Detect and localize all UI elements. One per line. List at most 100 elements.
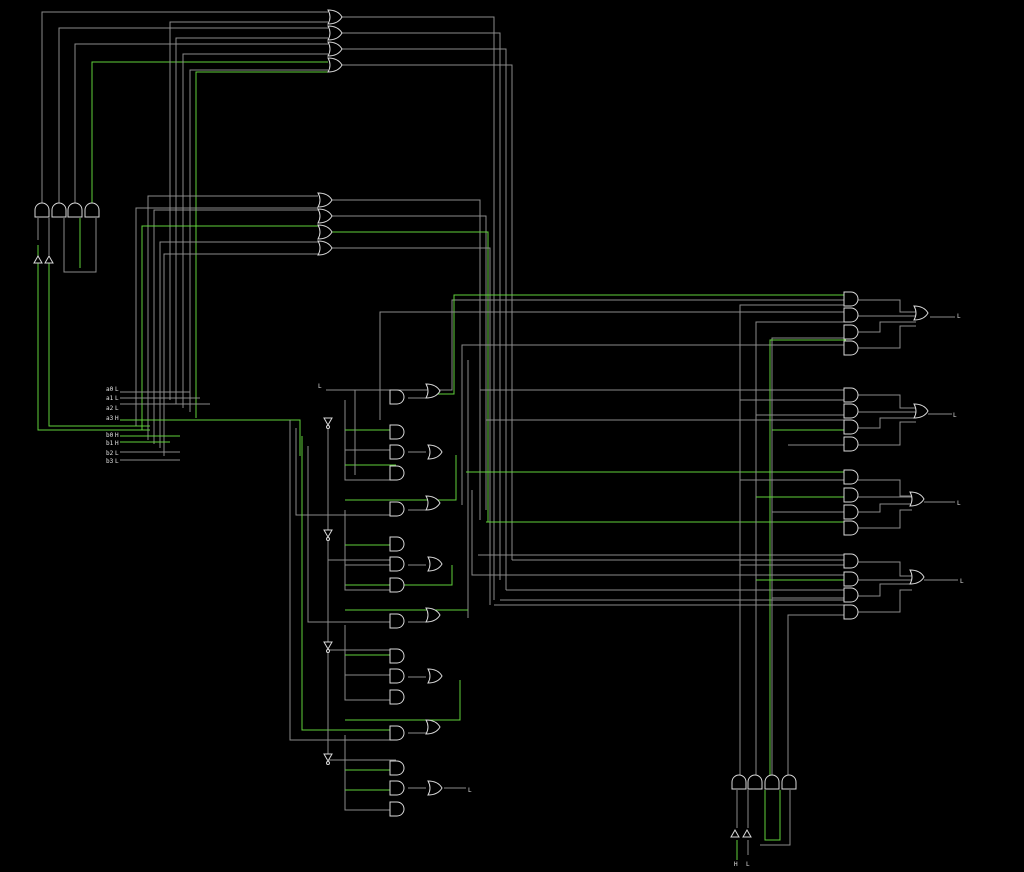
bottom-and-gate-3[interactable] (781, 774, 797, 790)
input-label-a1: a1 (106, 395, 114, 402)
stage2-or-carry[interactable] (425, 607, 441, 623)
right-and-0-1[interactable] (843, 307, 859, 323)
stage0-and-b[interactable] (389, 444, 405, 460)
mid-or-gate-0[interactable] (317, 192, 333, 208)
right-and-0-3[interactable] (843, 340, 859, 356)
sum-out-label: L (468, 787, 472, 794)
right-and-1-1[interactable] (843, 403, 859, 419)
right-and-3-0[interactable] (843, 553, 859, 569)
right-and-1-2[interactable] (843, 419, 859, 435)
right-and-1-0[interactable] (843, 387, 859, 403)
stage3-and-carry[interactable] (389, 725, 405, 741)
stage0-or-carry[interactable] (425, 383, 441, 399)
top-or-gate-2[interactable] (327, 41, 343, 57)
mid-or-gate-1[interactable] (317, 208, 333, 224)
stage3-and-b[interactable] (389, 780, 405, 796)
mid-or-gate-2[interactable] (317, 224, 333, 240)
stage3-not-gate[interactable] (323, 753, 333, 763)
input-value-a2[interactable]: L (115, 405, 119, 412)
right-and-0-2[interactable] (843, 324, 859, 340)
bottom-not-gate-1[interactable] (742, 828, 752, 838)
input-label-b1: b1 (106, 440, 114, 447)
wire-layer (37, 11, 958, 860)
right-and-1-3[interactable] (843, 436, 859, 452)
stage1-or-sum[interactable] (427, 556, 443, 572)
input-value-a3[interactable]: H (115, 415, 119, 422)
mid-or-gate-3[interactable] (317, 240, 333, 256)
bottom-not-gate-0[interactable] (730, 828, 740, 838)
stage1-and-c[interactable] (389, 577, 405, 593)
gate-layer (33, 9, 929, 838)
top-or-gate-3[interactable] (327, 57, 343, 73)
output-label-2: L (957, 500, 961, 507)
stage2-and-a[interactable] (389, 648, 405, 664)
right-and-2-2[interactable] (843, 504, 859, 520)
input-label-b3: b3 (106, 458, 114, 465)
bottom-and-gate-2[interactable] (764, 774, 780, 790)
stage2-and-carry[interactable] (389, 613, 405, 629)
stage0-not-gate[interactable] (323, 417, 333, 427)
right-and-2-3[interactable] (843, 520, 859, 536)
left-and-gate-2[interactable] (67, 202, 83, 218)
carry-in-label[interactable]: L (318, 383, 322, 390)
right-and-3-3[interactable] (843, 604, 859, 620)
top-or-gate-0[interactable] (327, 9, 343, 25)
right-or-gate-2[interactable] (909, 491, 925, 507)
bottom-and-gate-0[interactable] (731, 774, 747, 790)
left-and-gate-3[interactable] (84, 202, 100, 218)
input-label-a0: a0 (106, 386, 114, 393)
stage0-or-sum[interactable] (427, 444, 443, 460)
stage1-not-gate-bubble (326, 537, 330, 541)
stage1-and-b[interactable] (389, 556, 405, 572)
output-label-3: L (960, 578, 964, 585)
stage2-not-gate-bubble (326, 649, 330, 653)
stage0-and-c[interactable] (389, 465, 405, 481)
right-or-gate-0[interactable] (913, 305, 929, 321)
output-label-1: L (953, 412, 957, 419)
left-and-gate-0[interactable] (34, 202, 50, 218)
input-value-b3[interactable]: L (115, 458, 119, 465)
stage2-and-b[interactable] (389, 668, 405, 684)
right-and-2-0[interactable] (843, 469, 859, 485)
right-and-0-0[interactable] (843, 291, 859, 307)
bottom-input-1[interactable]: L (746, 861, 750, 868)
stage0-not-gate-bubble (326, 425, 330, 429)
input-label-b2: b2 (106, 450, 114, 457)
stage0-and-a[interactable] (389, 424, 405, 440)
stage2-not-gate[interactable] (323, 641, 333, 651)
stage3-and-a[interactable] (389, 760, 405, 776)
bottom-input-0[interactable]: H (734, 861, 738, 868)
stage1-not-gate[interactable] (323, 529, 333, 539)
left-not-gate-0[interactable] (33, 254, 43, 264)
stage3-or-sum[interactable] (427, 780, 443, 796)
stage1-and-a[interactable] (389, 536, 405, 552)
input-label-a2: a2 (106, 405, 114, 412)
stage0-and-carry[interactable] (389, 389, 405, 405)
stage2-and-c[interactable] (389, 689, 405, 705)
stage3-or-carry[interactable] (425, 719, 441, 735)
input-label-b0: b0 (106, 432, 114, 439)
input-value-b2[interactable]: L (115, 450, 119, 457)
stage2-or-sum[interactable] (427, 668, 443, 684)
input-value-b1[interactable]: H (115, 440, 119, 447)
input-pin-labels: a0 L a1 L a2 L a3 H b0 H b1 H b2 L b3 L (106, 386, 119, 465)
stage3-and-c[interactable] (389, 801, 405, 817)
right-or-gate-3[interactable] (909, 569, 925, 585)
input-value-a0[interactable]: L (115, 386, 119, 393)
stage1-or-carry[interactable] (425, 495, 441, 511)
right-and-2-1[interactable] (843, 487, 859, 503)
input-value-a1[interactable]: L (115, 395, 119, 402)
left-not-gate-1[interactable] (44, 254, 54, 264)
stage3-not-gate-bubble (326, 761, 330, 765)
stage1-and-carry[interactable] (389, 501, 405, 517)
output-label-0: L (957, 313, 961, 320)
top-or-gate-1[interactable] (327, 25, 343, 41)
right-and-3-1[interactable] (843, 571, 859, 587)
bottom-and-gate-1[interactable] (747, 774, 763, 790)
input-label-a3: a3 (106, 415, 114, 422)
right-or-gate-1[interactable] (913, 403, 929, 419)
left-and-gate-1[interactable] (51, 202, 67, 218)
right-and-3-2[interactable] (843, 587, 859, 603)
input-value-b0[interactable]: H (115, 432, 119, 439)
